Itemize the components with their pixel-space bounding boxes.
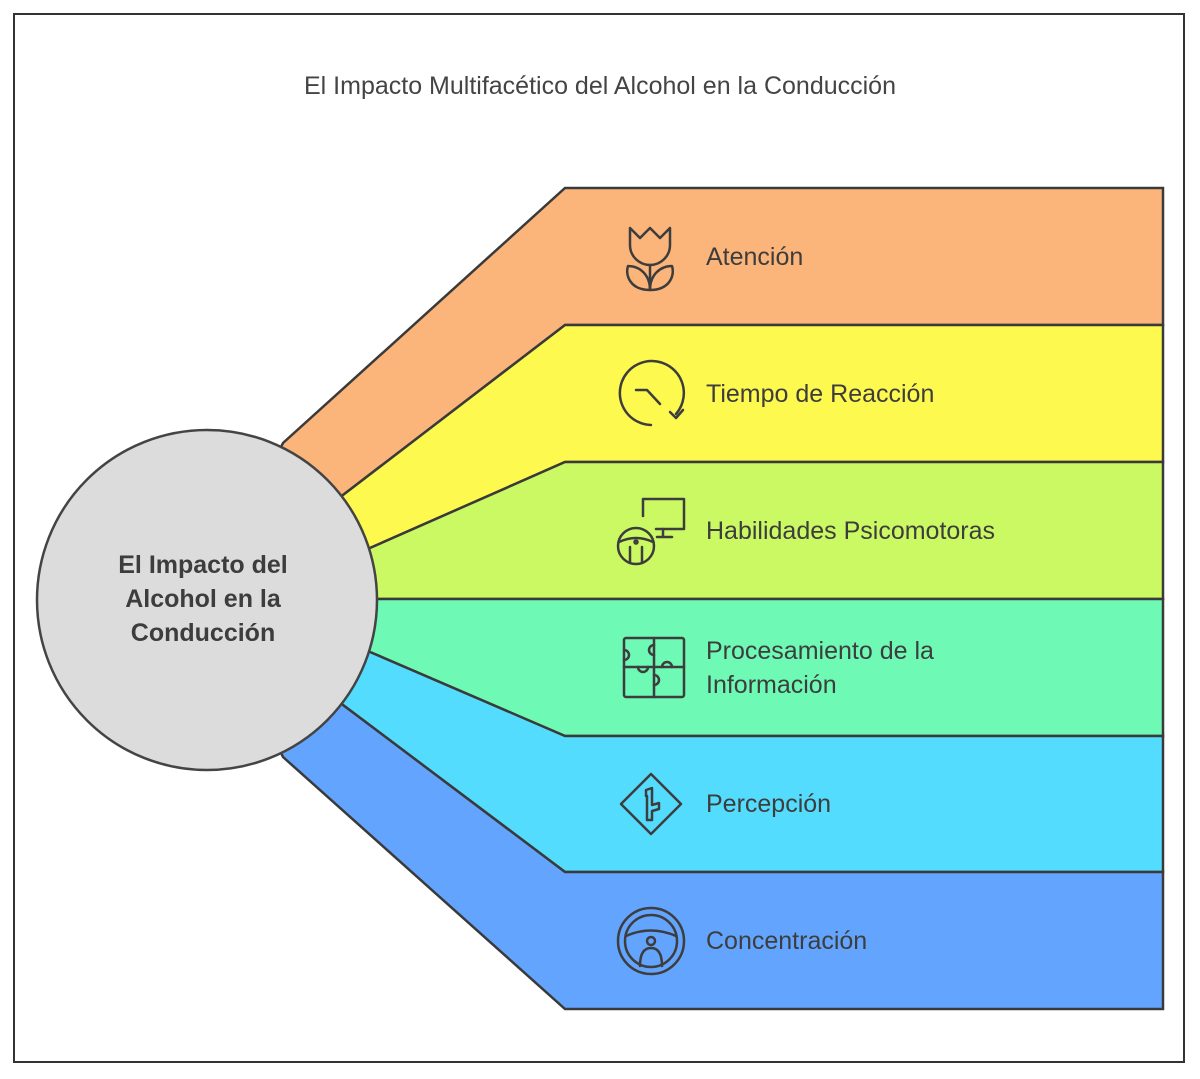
center-label: El Impacto del Alcohol en la Conducción — [118, 551, 288, 647]
tulip-icon — [626, 226, 674, 292]
steering-wheel-icon — [616, 906, 686, 976]
diagram-title: El Impacto Multifacético del Alcohol en … — [304, 72, 896, 100]
diagram-frame — [13, 13, 1185, 1063]
label-percepcion: Percepción — [706, 790, 832, 818]
label-habilidades: Habilidades Psicomotoras — [706, 517, 996, 545]
steering-monitor-icon — [616, 497, 686, 566]
label-tiempo-reaccion: Tiempo de Reacción — [706, 380, 935, 408]
label-atencion: Atención — [706, 243, 804, 271]
label-procesamiento: Procesamiento de la Información — [706, 637, 934, 699]
center-circle — [35, 428, 379, 772]
road-sign-icon — [619, 772, 683, 836]
puzzle-icon — [622, 636, 686, 699]
label-concentracion: Concentración — [706, 927, 868, 955]
clock-rotate-icon — [618, 359, 686, 427]
band-concentracion — [205, 599, 1165, 1011]
